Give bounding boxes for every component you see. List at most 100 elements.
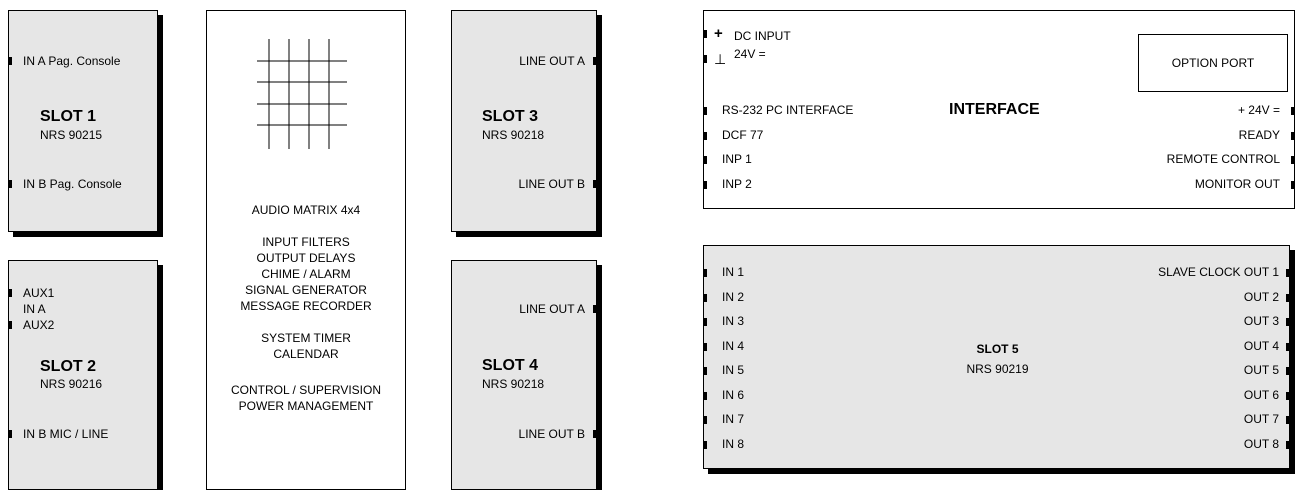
slot2-in-a-label: IN A (23, 302, 46, 316)
matrix-timer-1: SYSTEM TIMER (261, 331, 351, 345)
matrix-feature-3: CHIME / ALARM (261, 267, 351, 281)
slot3-model: NRS 90218 (482, 128, 545, 142)
dc-plus-pin (703, 30, 707, 38)
slot4-module: LINE OUT A SLOT 4 NRS 90218 LINE OUT B (451, 260, 597, 490)
slot3-title: SLOT 3 (482, 108, 539, 125)
monitor-out-label: MONITOR OUT (1194, 177, 1280, 191)
slot5-in-pin-7 (703, 416, 707, 424)
matrix-feature-2: OUTPUT DELAYS (256, 251, 356, 265)
slot5-out-pin-2 (1286, 293, 1290, 302)
interface-right-pin-2 (1291, 132, 1295, 140)
slot5-in-label-3: IN 3 (722, 314, 745, 328)
slot5-in-pin-3 (703, 318, 707, 326)
dc-plus-symbol: + (714, 25, 723, 42)
slot4-model: NRS 90218 (482, 377, 545, 391)
slot5-in-label-7: IN 7 (722, 412, 745, 426)
slot5-in-label-5: IN 5 (722, 363, 745, 377)
inp1-label: INP 1 (722, 152, 752, 166)
slot2-in-b-label: IN B MIC / LINE (23, 427, 109, 441)
slot2-model: NRS 90216 (40, 377, 103, 391)
slot3-out-b-label: LINE OUT B (518, 177, 585, 191)
matrix-grid-icon (257, 39, 347, 149)
slot4-title: SLOT 4 (482, 357, 539, 374)
inp2-label: INP 2 (722, 177, 752, 191)
matrix-timer-2: CALENDAR (273, 347, 339, 361)
interface-module: + DC INPUT ⊥ 24V = OPTION PORT INTERFACE… (703, 10, 1295, 209)
slot5-out-pin-3 (1286, 318, 1290, 326)
slot1-module: IN A Pag. Console SLOT 1 NRS 90215 IN B … (8, 10, 158, 232)
slot2-in-b-pin (8, 430, 12, 438)
slot1-in-b-pin (8, 180, 12, 188)
interface-right-pin-1 (1291, 107, 1295, 115)
interface-left-pin-3 (703, 156, 707, 164)
slot5-module: IN 1 IN 2 IN 3 IN 4 IN 5 IN 6 IN 7 IN 8 SLAVE CL… (703, 245, 1290, 469)
slot4-out-a-pin (593, 305, 597, 313)
slot5-in-label-8: IN 8 (722, 436, 745, 451)
slot5-out-label-1: SLAVE CLOCK OUT 1 (1158, 265, 1279, 279)
slot5-in-label-2: IN 2 (722, 289, 745, 304)
slot1-model: NRS 90215 (40, 128, 103, 142)
matrix-feature-5: MESSAGE RECORDER (240, 299, 372, 313)
slot4-out-b-pin (593, 430, 597, 438)
slot3-out-a-label: LINE OUT A (519, 54, 585, 68)
slot3-out-a-pin (593, 57, 597, 65)
slot5-in-label-6: IN 6 (722, 387, 745, 402)
interface-right-pin-4 (1291, 181, 1295, 189)
matrix-control-2: POWER MANAGEMENT (238, 399, 374, 413)
slot2-aux2-label: AUX2 (23, 318, 55, 332)
matrix-feature-1: INPUT FILTERS (262, 235, 350, 249)
slot5-in-label-1: IN 1 (722, 265, 745, 279)
slot1-title: SLOT 1 (40, 108, 97, 125)
interface-left-pin-2 (703, 132, 707, 140)
slot5-out-label-8: OUT 8 (1243, 436, 1279, 451)
slot5-out-pin-6 (1286, 391, 1290, 400)
slot2-aux2-pin (8, 321, 12, 329)
dc-voltage-label: 24V = (734, 47, 766, 61)
ready-label: READY (1238, 128, 1280, 142)
slot5-in-pin-1 (703, 269, 707, 277)
slot5-in-pin-4 (703, 342, 707, 351)
dcf77-label: DCF 77 (722, 128, 764, 142)
matrix-title: AUDIO MATRIX 4x4 (251, 203, 361, 217)
dc-ground-pin (703, 55, 707, 63)
slot5-out-pin-5 (1286, 367, 1290, 375)
dc-ground-symbol: ⊥ (714, 51, 727, 67)
slot5-out-label-4: OUT 4 (1243, 338, 1279, 353)
interface-title: INTERFACE (949, 101, 1040, 118)
slot2-title: SLOT 2 (40, 358, 97, 375)
interface-left-pin-4 (703, 181, 707, 189)
plus24v-label: + 24V = (1237, 103, 1280, 117)
dc-input-label: DC INPUT (734, 29, 791, 43)
slot2-aux1-pin (8, 289, 12, 297)
rs232-label: RS-232 PC INTERFACE (722, 103, 854, 117)
slot5-in-pin-2 (703, 293, 707, 302)
audio-matrix-module: AUDIO MATRIX 4x4 INPUT FILTERS OUTPUT DE… (206, 10, 406, 490)
slot2-module: AUX1 IN A AUX2 SLOT 2 NRS 90216 IN B MIC… (8, 260, 158, 490)
slot5-out-pin-7 (1286, 416, 1290, 424)
remote-control-label: REMOTE CONTROL (1166, 152, 1280, 166)
slot1-in-b-label: IN B Pag. Console (23, 177, 122, 191)
slot4-out-a-label: LINE OUT A (519, 302, 585, 316)
slot5-model: NRS 90219 (966, 362, 1029, 376)
slot5-title: SLOT 5 (976, 342, 1019, 356)
slot4-out-b-label: LINE OUT B (518, 427, 585, 441)
interface-right-pin-3 (1291, 156, 1295, 164)
slot5-out-pin-8 (1286, 440, 1290, 449)
slot5-out-label-6: OUT 6 (1243, 387, 1279, 402)
slot3-module: LINE OUT A SLOT 3 NRS 90218 LINE OUT B (451, 10, 597, 232)
matrix-feature-4: SIGNAL GENERATOR (245, 283, 367, 297)
slot2-aux1-label: AUX1 (23, 286, 55, 300)
slot5-in-label-4: IN 4 (722, 338, 745, 353)
slot5-out-label-3: OUT 3 (1243, 314, 1279, 328)
slot1-in-a-pin (8, 57, 12, 65)
matrix-control-1: CONTROL / SUPERVISION (230, 383, 382, 397)
slot5-out-pin-1 (1286, 269, 1290, 277)
option-port: OPTION PORT (1138, 34, 1288, 92)
slot1-in-a-label: IN A Pag. Console (23, 54, 121, 68)
option-port-label: OPTION PORT (1171, 56, 1255, 70)
slot3-out-b-pin (593, 180, 597, 188)
slot5-out-label-2: OUT 2 (1243, 289, 1279, 304)
slot5-in-pin-8 (703, 440, 707, 449)
slot5-out-label-7: OUT 7 (1243, 412, 1279, 426)
slot5-in-pin-6 (703, 391, 707, 400)
